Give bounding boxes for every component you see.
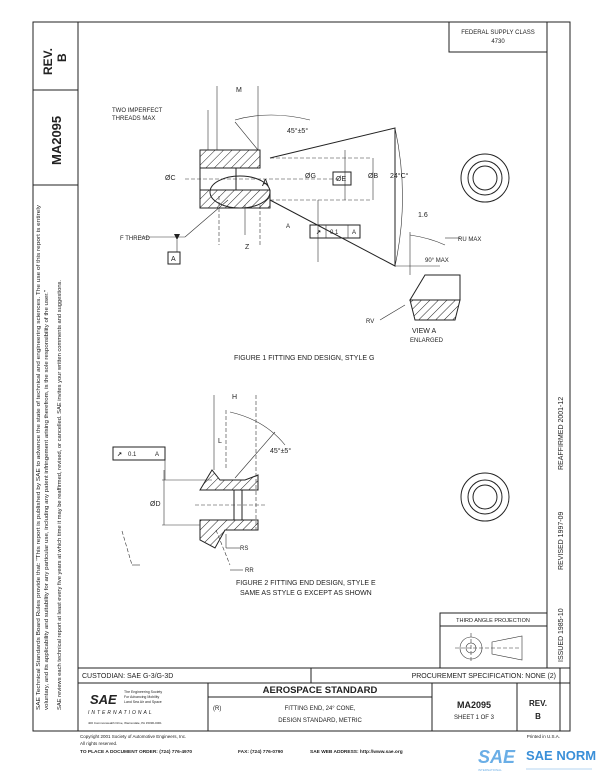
fig2-runout-icon: ↗: [117, 452, 122, 458]
document-title-line-2: DESIGN STANDARD, METRIC: [278, 718, 362, 724]
label-90-max: 90° MAX: [425, 258, 449, 264]
custodian: CUSTODIAN: SAE G-3/G-3D: [82, 673, 173, 680]
watermark-text: SAE NORM: [526, 748, 596, 763]
label-rv: RV: [366, 319, 374, 325]
datum-a-box: [167, 251, 181, 265]
figure-1-drawing: [140, 86, 510, 321]
document-heading: AEROSPACE STANDARD: [263, 685, 378, 696]
logo-tagline-2: For Advancing Mobility: [124, 695, 159, 699]
disclaimer-line-1: SAE Technical Standards Board Rules prov…: [36, 205, 42, 710]
revised-date: REVISED 1997-09: [558, 512, 565, 570]
logo-tagline-1: The Engineering Society: [124, 690, 162, 694]
revision-mark: (R): [213, 706, 221, 712]
figure-2-drawing: [112, 395, 510, 571]
label-dia-d: ØD: [150, 501, 161, 508]
label-chamfer: 45°±5°: [287, 127, 308, 135]
label-enlarged: ENLARGED: [410, 338, 444, 344]
footer: Copyright 2001 Society of Automotive Eng…: [80, 734, 596, 772]
label-fig2-chamfer: 45°±5°: [270, 447, 291, 455]
fig1-tol-value: 0.1: [330, 230, 339, 236]
side-rev-value: B: [55, 53, 69, 62]
logo-international: INTERNATIONAL: [88, 710, 154, 716]
supply-class-label: FEDERAL SUPPLY CLASS: [461, 30, 535, 36]
watermark-sub: INTERNATIONAL: [478, 768, 502, 772]
procurement-spec: PROCUREMENT SPECIFICATION: NONE (2): [412, 673, 556, 680]
revision-history: REAFFIRMED 2001-12 REVISED 1997-09 ISSUE…: [558, 397, 565, 662]
sae-logo-text: SAE: [90, 692, 117, 707]
figure-2-caption-2: SAME AS STYLE G EXCEPT AS SHOWN: [240, 590, 372, 597]
fig2-tolerance-frame: [112, 446, 166, 461]
side-doc-number: MA2095: [49, 116, 64, 165]
label-datum-a: A: [171, 256, 176, 263]
sae-norm-watermark: SAE SAE NORM INTERNATIONAL: [478, 747, 596, 772]
logo-tagline-3: Land Sea Air and Space: [124, 700, 162, 704]
fig1-tol-datum: A: [352, 230, 356, 236]
disclaimer: SAE Technical Standards Board Rules prov…: [36, 205, 63, 710]
label-rs: RS: [240, 546, 248, 552]
fig1-tolerance-frame: [309, 224, 361, 239]
reaffirmed-date: REAFFIRMED 2001-12: [558, 397, 565, 470]
label-m: M: [236, 87, 242, 94]
title-rev-label: REV.: [529, 699, 547, 708]
fig2-tol-datum: A: [155, 452, 159, 458]
label-view-a: VIEW A: [412, 328, 436, 335]
label-a-dim: A: [286, 224, 290, 230]
title-doc-number: MA2095: [457, 700, 491, 710]
label-thread: F THREAD: [120, 236, 151, 242]
fig2-tol-value: 0.1: [128, 452, 137, 458]
supply-class-value: 4730: [491, 39, 505, 45]
projection-label: THIRD ANGLE PROJECTION: [456, 618, 530, 624]
label-h: H: [232, 394, 237, 401]
web-address[interactable]: SAE WEB ADDRESS: http://www.sae.org: [310, 749, 403, 755]
sae-logo: SAE The Engineering Society For Advancin…: [88, 690, 162, 725]
disclaimer-line-3: SAE reviews each technical report at lea…: [57, 280, 63, 710]
figure-2-labels: H L 45°±5° ↗ 0.1 A ØD RS RR FIGURE 2 FIT…: [117, 394, 376, 597]
disclaimer-line-2: voluntary, and its applicability and sui…: [44, 290, 50, 710]
watermark-logo: SAE: [478, 747, 516, 767]
label-rr: RR: [245, 568, 254, 574]
fax: FAX: (724) 776-0790: [238, 749, 283, 755]
issued-date: ISSUED 1985-10: [558, 608, 565, 662]
label-dia-b: ØB: [368, 173, 378, 180]
document-title-line-1: FITTING END, 24° CONE,: [285, 706, 356, 712]
figure-2-caption-1: FIGURE 2 FITTING END DESIGN, STYLE E: [236, 580, 376, 587]
label-cone-angle: 24°C°: [390, 172, 409, 180]
label-dia-c: ØC: [165, 175, 176, 182]
side-rev-label: REV.: [41, 48, 55, 75]
figure-1-labels: TWO IMPERFECT THREADS MAX M 45°±5° ØC A …: [112, 87, 481, 362]
copyright: Copyright 2001 Society of Automotive Eng…: [80, 734, 186, 739]
label-z: Z: [245, 244, 250, 251]
label-view-a-marker: A: [262, 178, 269, 189]
projection-box: THIRD ANGLE PROJECTION: [439, 612, 548, 669]
label-dia-g: ØG: [305, 173, 316, 180]
label-l: L: [218, 438, 222, 445]
title-block: CUSTODIAN: SAE G-3/G-3D PROCUREMENT SPEC…: [77, 667, 571, 732]
label-finish: 1.6: [418, 212, 428, 219]
figure-1-caption: FIGURE 1 FITTING END DESIGN, STYLE G: [234, 355, 374, 362]
printed-in: Printed in U.S.A.: [527, 734, 560, 739]
side-rev-box: REV. B MA2095: [41, 48, 69, 165]
label-dia-e: ØE: [336, 176, 346, 183]
label-threads-max: THREADS MAX: [112, 116, 155, 122]
logo-address: 400 Commonwealth Drive, Warrendale, PA 1…: [88, 721, 162, 725]
order-phone: TO PLACE A DOCUMENT ORDER: (724) 776-497…: [80, 749, 192, 755]
rights: All rights reserved.: [80, 741, 117, 746]
sheet-number: SHEET 1 OF 3: [454, 715, 495, 721]
label-ru-max: RU MAX: [458, 237, 481, 243]
runout-icon: ↗: [316, 230, 321, 236]
label-imperfect-threads: TWO IMPERFECT: [112, 108, 163, 114]
title-rev-value: B: [535, 712, 541, 721]
projection-cone-icon: [491, 635, 523, 661]
